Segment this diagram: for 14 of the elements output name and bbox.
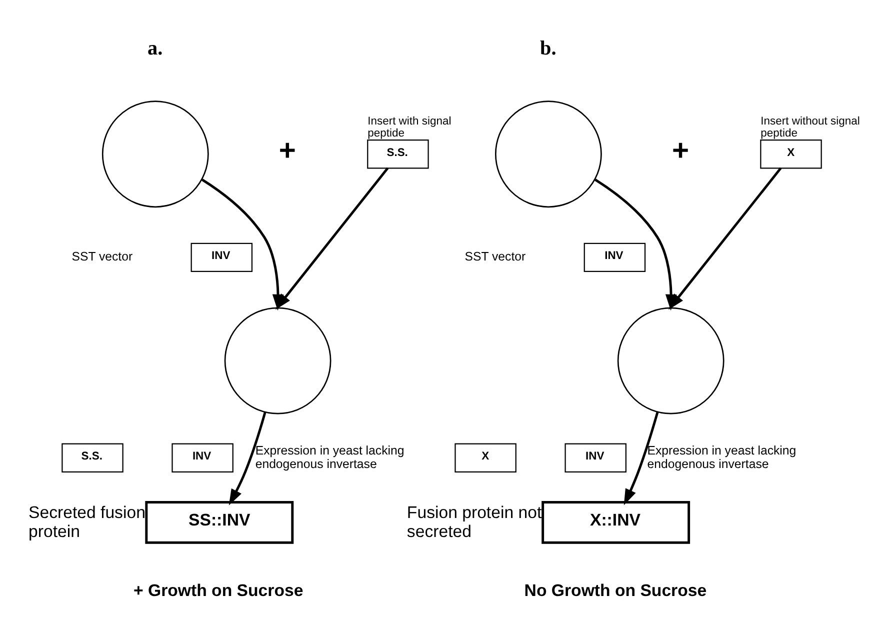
node-label: Secreted fusion protein xyxy=(28,502,146,542)
label: + xyxy=(278,135,296,168)
node-label: Fusion protein not secreted xyxy=(406,502,542,542)
label: + xyxy=(672,135,690,168)
edge-label: Expression in yeast lacking endogenous invertase xyxy=(255,443,404,471)
edge-label: Expression in yeast lacking endogenous invertase xyxy=(647,443,796,471)
label: a. xyxy=(148,38,163,60)
node-label: Insert without signal peptide xyxy=(760,115,860,140)
label: b. xyxy=(540,38,556,60)
node-label: SST vector xyxy=(464,250,526,264)
node-label: Insert with signal peptide xyxy=(368,115,452,140)
node-label: SST vector xyxy=(72,250,133,264)
label: No Growth on Sucrose xyxy=(524,581,707,600)
label: + Growth on Sucrose xyxy=(133,581,304,600)
